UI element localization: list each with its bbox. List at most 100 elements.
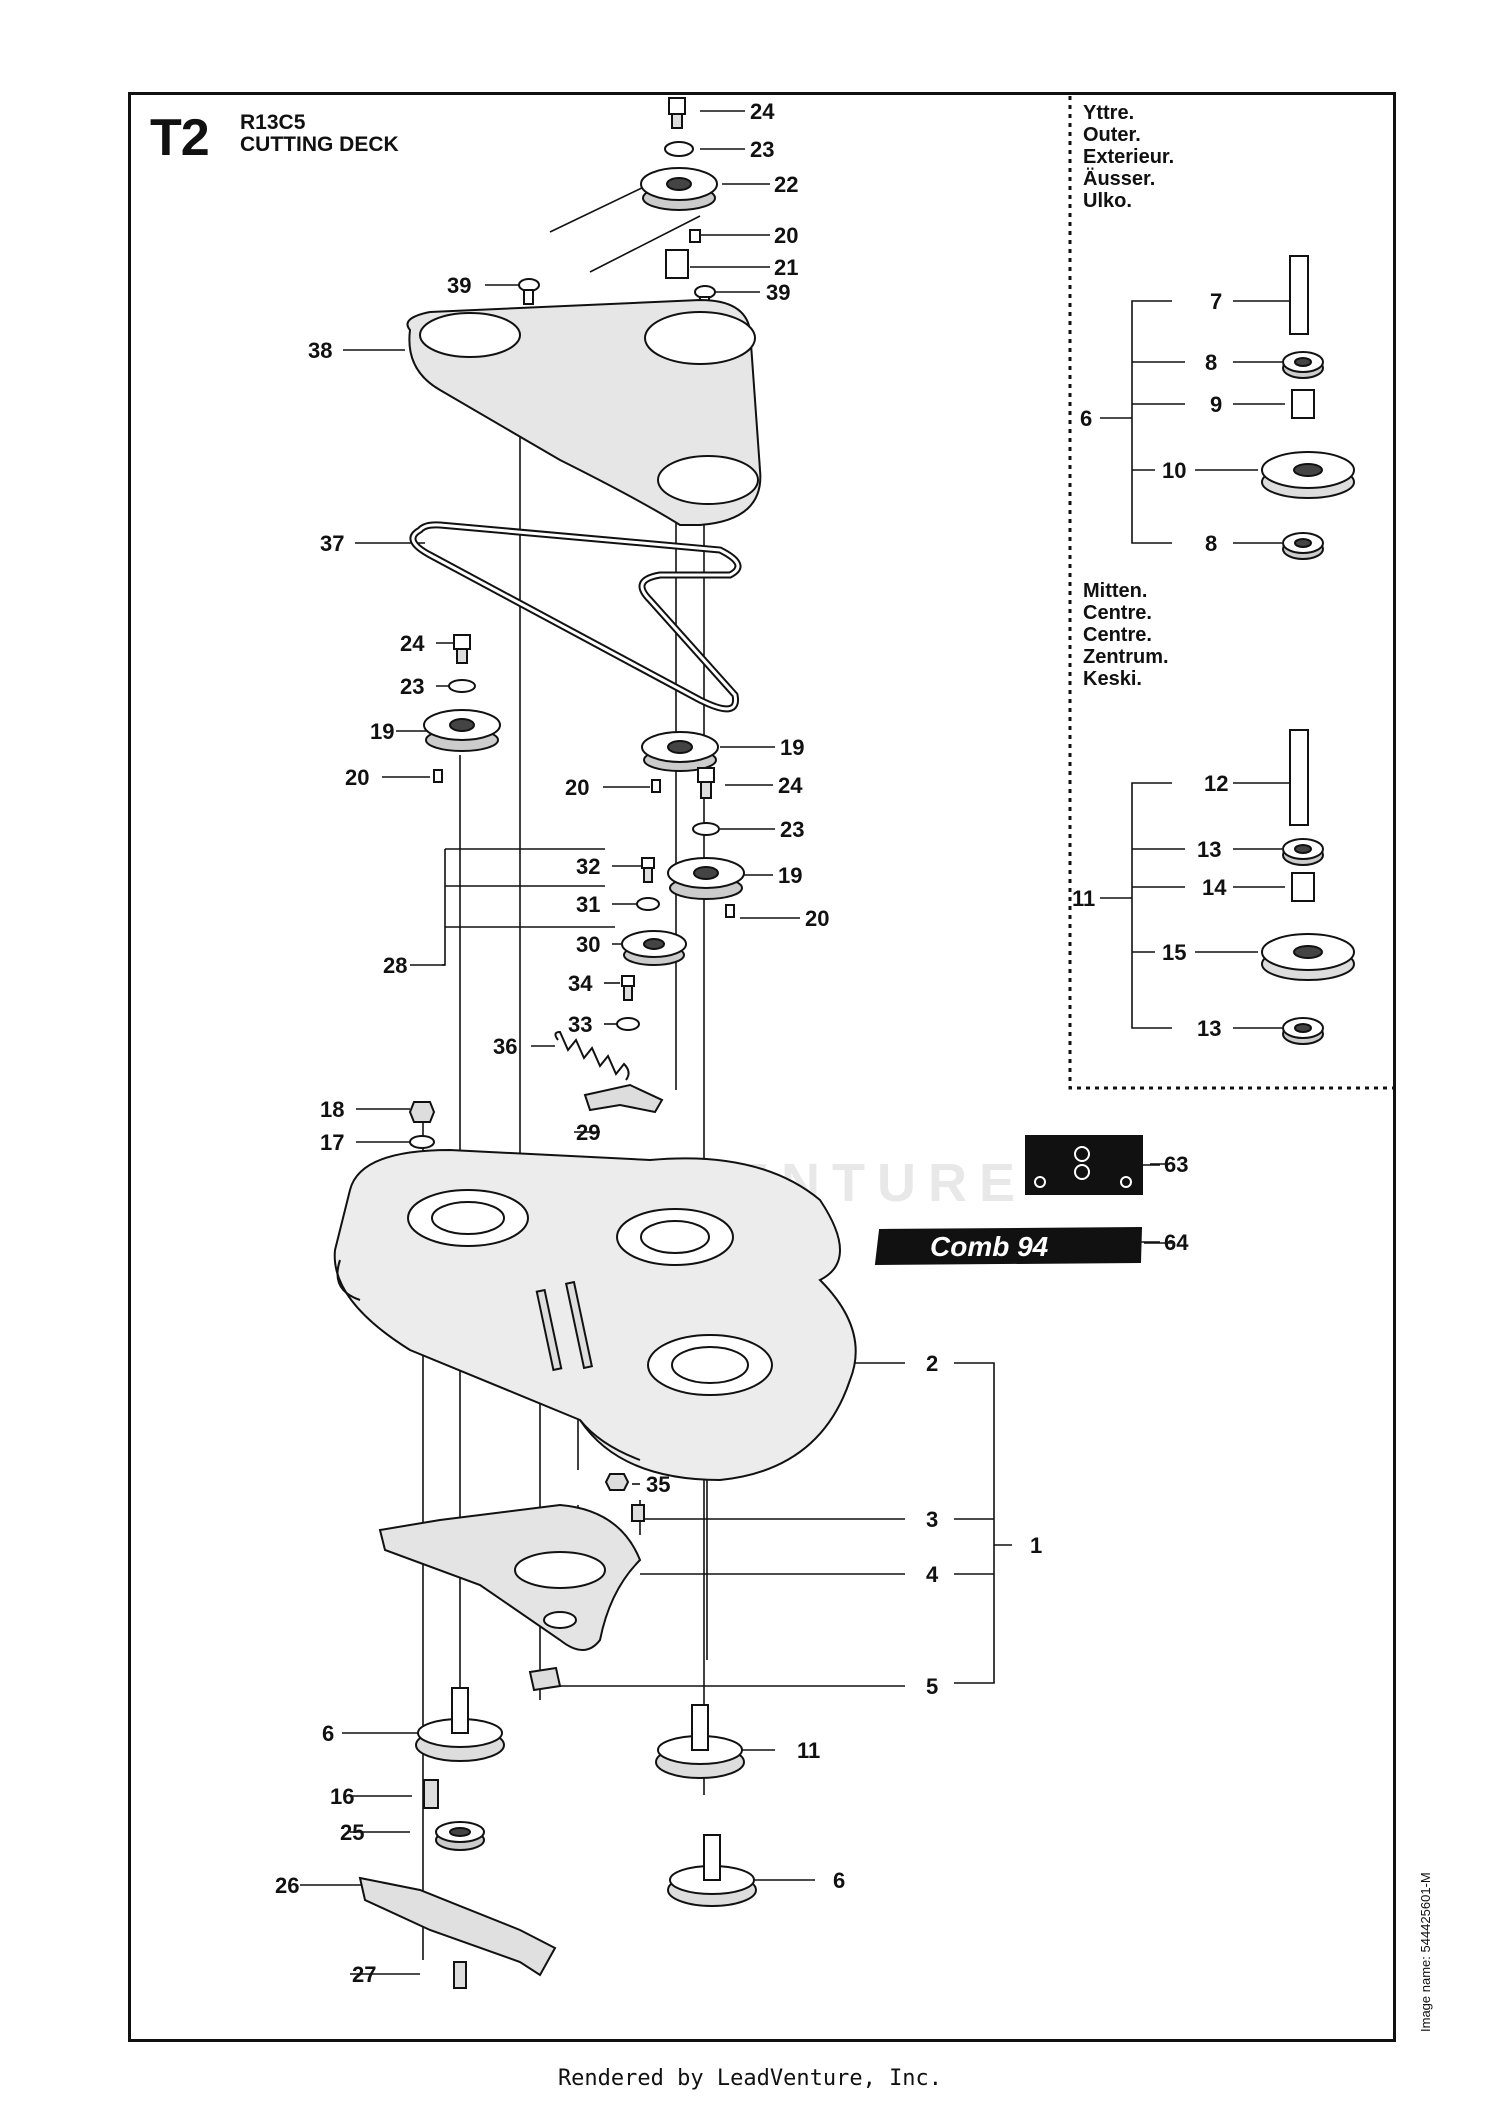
washer-part-23 [448, 679, 476, 693]
decal-part-64 [874, 1226, 1143, 1266]
callout-39: 39 [447, 273, 471, 298]
callout-19: 19 [778, 863, 802, 888]
callout-18: 18 [320, 1097, 344, 1122]
callout-39: 39 [766, 280, 790, 305]
washer-part-31 [636, 897, 660, 911]
callout-5: 5 [926, 1674, 938, 1699]
screw-part-39 [518, 278, 540, 305]
callout-22: 22 [774, 172, 798, 197]
callout-37: 37 [320, 531, 344, 556]
lang-label: Mitten. [1083, 580, 1148, 602]
lang-label: Äusser. [1083, 168, 1156, 190]
washer-part-33 [616, 1017, 640, 1031]
lang-label: Ulko. [1083, 190, 1132, 212]
pulley-part-19 [641, 731, 719, 772]
callout-9: 9 [1210, 392, 1222, 417]
shaft-part-12 [1289, 729, 1309, 826]
mount-plate-part-4 [378, 1503, 642, 1651]
callout-25: 25 [340, 1820, 364, 1845]
bracket-part-5 [528, 1666, 562, 1692]
callout-7: 7 [1210, 289, 1222, 314]
callout-8: 8 [1205, 350, 1217, 375]
callout-24: 24 [778, 773, 803, 798]
callout-24: 24 [400, 631, 425, 656]
lang-label: Zentrum. [1083, 646, 1169, 668]
callout-35: 35 [646, 1472, 670, 1497]
bolt-part-3 [631, 1504, 645, 1522]
pulley-part-22 [640, 167, 718, 211]
bearing-part-8 [1282, 532, 1324, 560]
lang-label: Keski. [1083, 668, 1142, 690]
callout-6: 6 [322, 1721, 334, 1746]
callout-36: 36 [493, 1034, 517, 1059]
image-name-label: Image name: 544425601-M [1418, 1872, 1433, 2032]
callout-12: 12 [1204, 771, 1228, 796]
nut-part-35 [604, 1473, 630, 1491]
callout-30: 30 [576, 932, 600, 957]
bolt-part-24 [697, 767, 715, 799]
bearing-part-13 [1282, 1017, 1324, 1045]
callout-23: 23 [780, 817, 804, 842]
decal-64-text: Comb 94 [930, 1231, 1049, 1262]
callout-16: 16 [330, 1784, 354, 1809]
callout-3: 3 [926, 1507, 938, 1532]
key-part-20 [433, 769, 443, 783]
inset-outer-labels: Yttre. Outer. Exterieur. Äusser. Ulko. [1083, 102, 1174, 212]
callout-20: 20 [565, 775, 589, 800]
callout-20: 20 [345, 765, 369, 790]
diagram-code: T2 [150, 109, 210, 167]
blade-part-26 [358, 1876, 557, 1977]
lang-label: Exterieur. [1083, 146, 1175, 168]
callout-6: 6 [1080, 406, 1092, 431]
callout-4: 4 [926, 1562, 939, 1587]
pulley-part-19 [667, 857, 745, 900]
callout-1: 1 [1030, 1533, 1042, 1558]
callout-24: 24 [750, 99, 775, 124]
deck-slot [564, 1280, 594, 1370]
idler-arm-part-29 [583, 1083, 664, 1114]
callout-26: 26 [275, 1873, 299, 1898]
spindle-part-6 [415, 1687, 505, 1762]
spindle-part-11 [655, 1704, 745, 1779]
callout-34: 34 [568, 971, 593, 996]
callout-64: 64 [1164, 1230, 1189, 1255]
washer-part-23 [692, 822, 720, 836]
lang-label: Centre. [1083, 624, 1152, 646]
idler-pulley-part-30 [621, 930, 687, 966]
washer-part-23 [664, 141, 694, 157]
callout-8: 8 [1205, 531, 1217, 556]
key-part-20 [725, 904, 735, 918]
callout-63: 63 [1164, 1152, 1188, 1177]
nut-part-18 [408, 1101, 436, 1123]
spacer-part-21 [665, 249, 689, 279]
key-part-20 [689, 229, 701, 243]
callout-19: 19 [370, 719, 394, 744]
diagram-title: R13C5 CUTTING DECK [240, 112, 399, 156]
callout-13: 13 [1197, 1016, 1221, 1041]
spacer-part-14 [1291, 872, 1315, 902]
callout-32: 32 [576, 854, 600, 879]
callout-14: 14 [1202, 875, 1227, 900]
bolt-part-27 [453, 1961, 467, 1989]
callout-2: 2 [926, 1351, 938, 1376]
bearing-part-13 [1282, 838, 1324, 866]
inset-centre-labels: Mitten. Centre. Centre. Zentrum. Keski. [1083, 580, 1169, 690]
bearing-part-25 [435, 1821, 485, 1851]
bolt-part-34 [621, 975, 635, 1001]
callout-33: 33 [568, 1012, 592, 1037]
deck-slot [535, 1288, 563, 1372]
spring-part-36 [554, 1030, 630, 1081]
bolt-part-32 [641, 857, 655, 883]
callout-23: 23 [750, 137, 774, 162]
key-part-20 [651, 779, 661, 793]
diagram-frame [128, 92, 1396, 2042]
inset-border [1068, 96, 1394, 1090]
pulley-part-19 [423, 709, 501, 752]
bolt-part-16 [423, 1779, 439, 1809]
callout-20: 20 [774, 223, 798, 248]
belt-cover-part-38 [406, 298, 762, 526]
callout-28: 28 [383, 953, 407, 978]
callout-27: 27 [352, 1962, 376, 1987]
callout-19: 19 [780, 735, 804, 760]
